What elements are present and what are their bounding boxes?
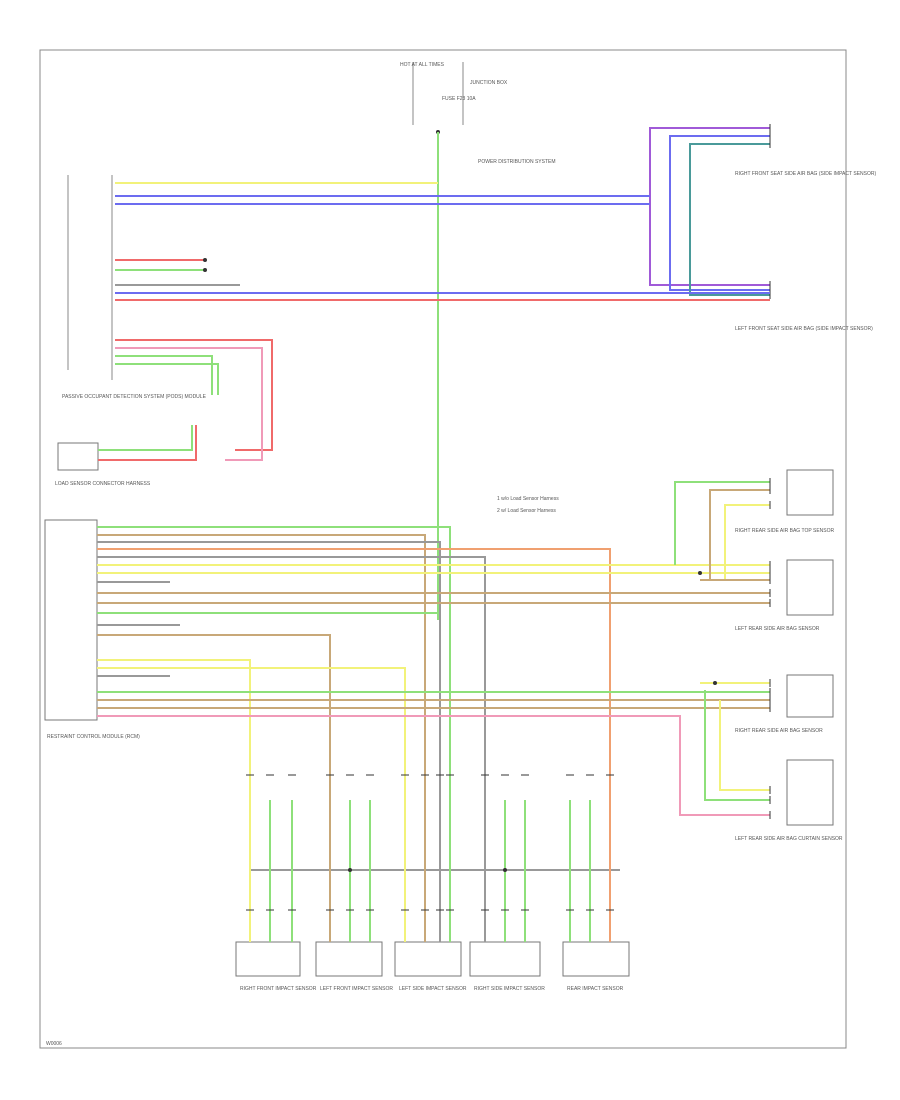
diagram-frame: [39, 49, 847, 1049]
wire-23: [97, 548, 611, 800]
load-sensor-label: LOAD SENSOR CONNECTOR HARNESS: [55, 481, 151, 487]
load-sensor-box: [57, 442, 99, 471]
wire-19: [98, 425, 197, 461]
bottom-sensor-box-3: [394, 941, 462, 977]
right-mid-sensor-box-4: [786, 759, 834, 826]
bottom-sensor-label-3: LEFT SIDE IMPACT SENSOR: [399, 986, 467, 992]
wire-45: [719, 700, 770, 791]
rcm-module-label: RESTRAINT CONTROL MODULE (RCM): [47, 734, 140, 740]
splice-dot: [698, 571, 702, 575]
wire-39: [97, 715, 770, 816]
wire-40: [674, 481, 770, 565]
bottom-sensor-label-5: REAR IMPACT SENSOR: [567, 986, 624, 992]
wire-20: [97, 526, 451, 800]
pods-module-label: PASSIVE OCCUPANT DETECTION SYSTEM (PODS)…: [62, 394, 207, 400]
splice-dot: [503, 868, 507, 872]
wire-16: [115, 355, 213, 395]
wire-5: [689, 143, 770, 296]
bottom-sensor-label-1: RIGHT FRONT IMPACT SENSOR: [240, 986, 317, 992]
left-upper-sensor-label: LEFT FRONT SEAT SIDE AIR BAG (SIDE IMPAC…: [735, 326, 873, 332]
bottom-sensor-box-4: [469, 941, 541, 977]
splice-dot: [203, 268, 207, 272]
splice-dot: [203, 258, 207, 262]
bottom-sensor-box-2: [315, 941, 383, 977]
wire-46: [704, 690, 770, 801]
wire-41: [709, 489, 770, 580]
page-label: W0006: [46, 1041, 62, 1047]
right-mid-sensor-box-1: [786, 469, 834, 516]
wire-14: [115, 339, 273, 451]
bottom-sensor-box-1: [235, 941, 301, 977]
bottom-sensor-label-2: LEFT FRONT IMPACT SENSOR: [320, 986, 393, 992]
right-mid-sensor-label-3: RIGHT REAR SIDE AIR BAG SENSOR: [735, 728, 823, 734]
wires-group: [97, 124, 771, 942]
right-mid-sensor-label-1: RIGHT REAR SIDE AIR BAG TOP SENSOR: [735, 528, 834, 534]
top-power-group: HOT AT ALL TIMES JUNCTION BOX FUSE F23 1…: [400, 62, 556, 165]
wire-42: [724, 504, 770, 580]
right-mid-sensor-box-2: [786, 559, 834, 616]
right-mid-sensor-box-3: [786, 674, 834, 718]
right-upper-sensor-label: RIGHT FRONT SEAT SIDE AIR BAG (SIDE IMPA…: [735, 171, 876, 177]
wire-33: [97, 659, 251, 800]
wire-21: [97, 534, 426, 800]
splice-dot: [713, 681, 717, 685]
wire-34: [97, 667, 406, 800]
fuse-label: FUSE F23 10A: [442, 96, 476, 102]
splice-dot: [348, 868, 352, 872]
wire-3: [649, 127, 770, 286]
hot-label: HOT AT ALL TIMES: [400, 62, 445, 68]
right-mid-sensor-label-2: LEFT REAR SIDE AIR BAG SENSOR: [735, 626, 820, 632]
rcm-module-box: [44, 519, 98, 721]
bottom-sensor-label-4: RIGHT SIDE IMPACT SENSOR: [474, 986, 545, 992]
ground-note: POWER DISTRIBUTION SYSTEM: [478, 159, 556, 165]
junction-label: JUNCTION BOX: [470, 80, 508, 86]
note-1: 1 w/o Load Sensor Harness: [497, 496, 559, 502]
wire-18: [98, 425, 193, 451]
wire-15: [115, 347, 263, 461]
wire-4: [669, 135, 770, 291]
wire-24: [97, 556, 486, 800]
wire-17: [115, 363, 219, 395]
wire-32: [97, 634, 331, 800]
wire-22: [97, 541, 441, 800]
note-2: 2 w/ Load Sensor Harness: [497, 508, 556, 514]
bottom-sensor-box-5: [562, 941, 630, 977]
right-mid-sensor-label-4: LEFT REAR SIDE AIR BAG CURTAIN SENSOR: [735, 836, 843, 842]
